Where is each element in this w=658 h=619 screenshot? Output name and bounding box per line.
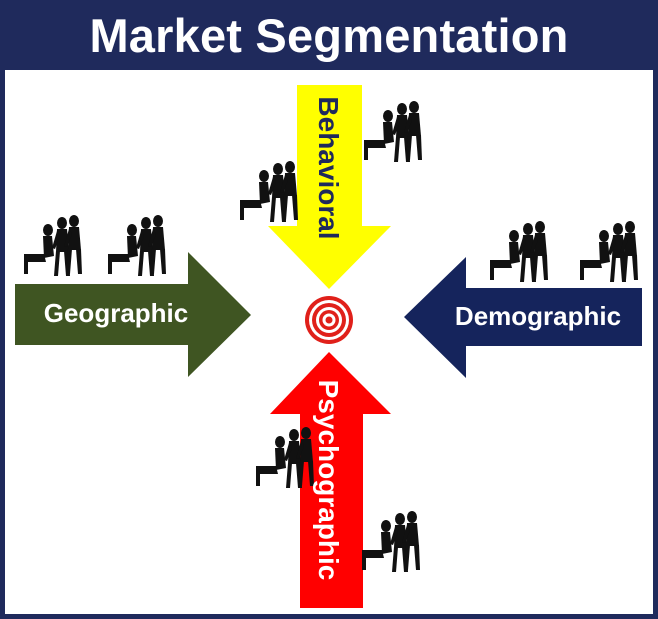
page-title: Market Segmentation: [89, 8, 569, 62]
people-group-icon: [580, 221, 638, 282]
people-group-icon: [108, 215, 166, 276]
target-icon: [305, 296, 353, 344]
people-group-icon: [240, 161, 298, 222]
demographic-arrow: [404, 257, 642, 378]
demographic-label: Demographic: [454, 301, 622, 331]
title-bar: Market Segmentation: [0, 0, 658, 70]
psychographic-arrow: [270, 352, 391, 608]
people-group-icon: [364, 101, 422, 162]
people-group-icon: [490, 221, 548, 282]
geographic-label: Geographic: [43, 298, 189, 328]
behavioral-label: Behavioral: [313, 96, 344, 240]
behavioral-arrow: [268, 85, 391, 289]
geographic-arrow: [15, 252, 251, 377]
people-group-icon: [24, 215, 82, 276]
people-group-icon: [362, 511, 420, 572]
psychographic-label: Psychographic: [313, 379, 344, 581]
